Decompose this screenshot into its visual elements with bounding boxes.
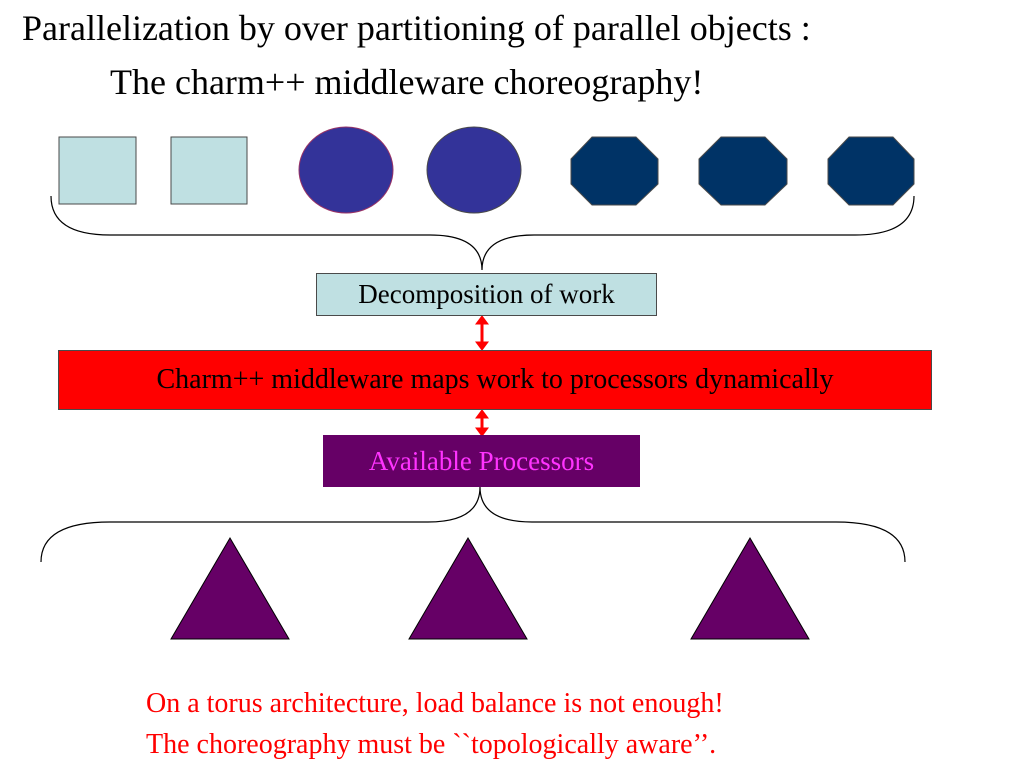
decomposition-of-work-box: Decomposition of work	[316, 273, 657, 316]
torus-note-line-1: On a torus architecture, load balance is…	[146, 688, 724, 719]
slide-title-line-1: Parallelization by over partitioning of …	[22, 8, 811, 48]
arrow-decomp-middleware	[475, 315, 489, 351]
processor-triangle-3	[690, 537, 810, 640]
torus-note-line-2: The choreography must be ``topologically…	[146, 729, 717, 760]
object-octagon-2	[698, 136, 788, 206]
parallel-objects	[58, 126, 915, 214]
slide-title-line-2: The charm++ middleware choreography!	[110, 62, 704, 102]
object-circle-2	[426, 126, 522, 214]
object-circle-1	[298, 126, 394, 214]
object-octagon-1	[570, 136, 659, 206]
processors-brace	[40, 486, 906, 563]
arrow-middleware-processors	[475, 409, 489, 437]
processor-triangle-1	[170, 537, 290, 640]
object-square-1	[58, 136, 137, 205]
object-octagon-3	[827, 136, 915, 206]
processor-triangle-2	[408, 537, 528, 640]
processor-triangles	[170, 537, 810, 640]
objects-brace	[50, 195, 915, 271]
charm-middleware-box: Charm++ middleware maps work to processo…	[58, 350, 932, 410]
object-square-2	[170, 136, 248, 205]
available-processors-box: Available Processors	[323, 435, 640, 487]
